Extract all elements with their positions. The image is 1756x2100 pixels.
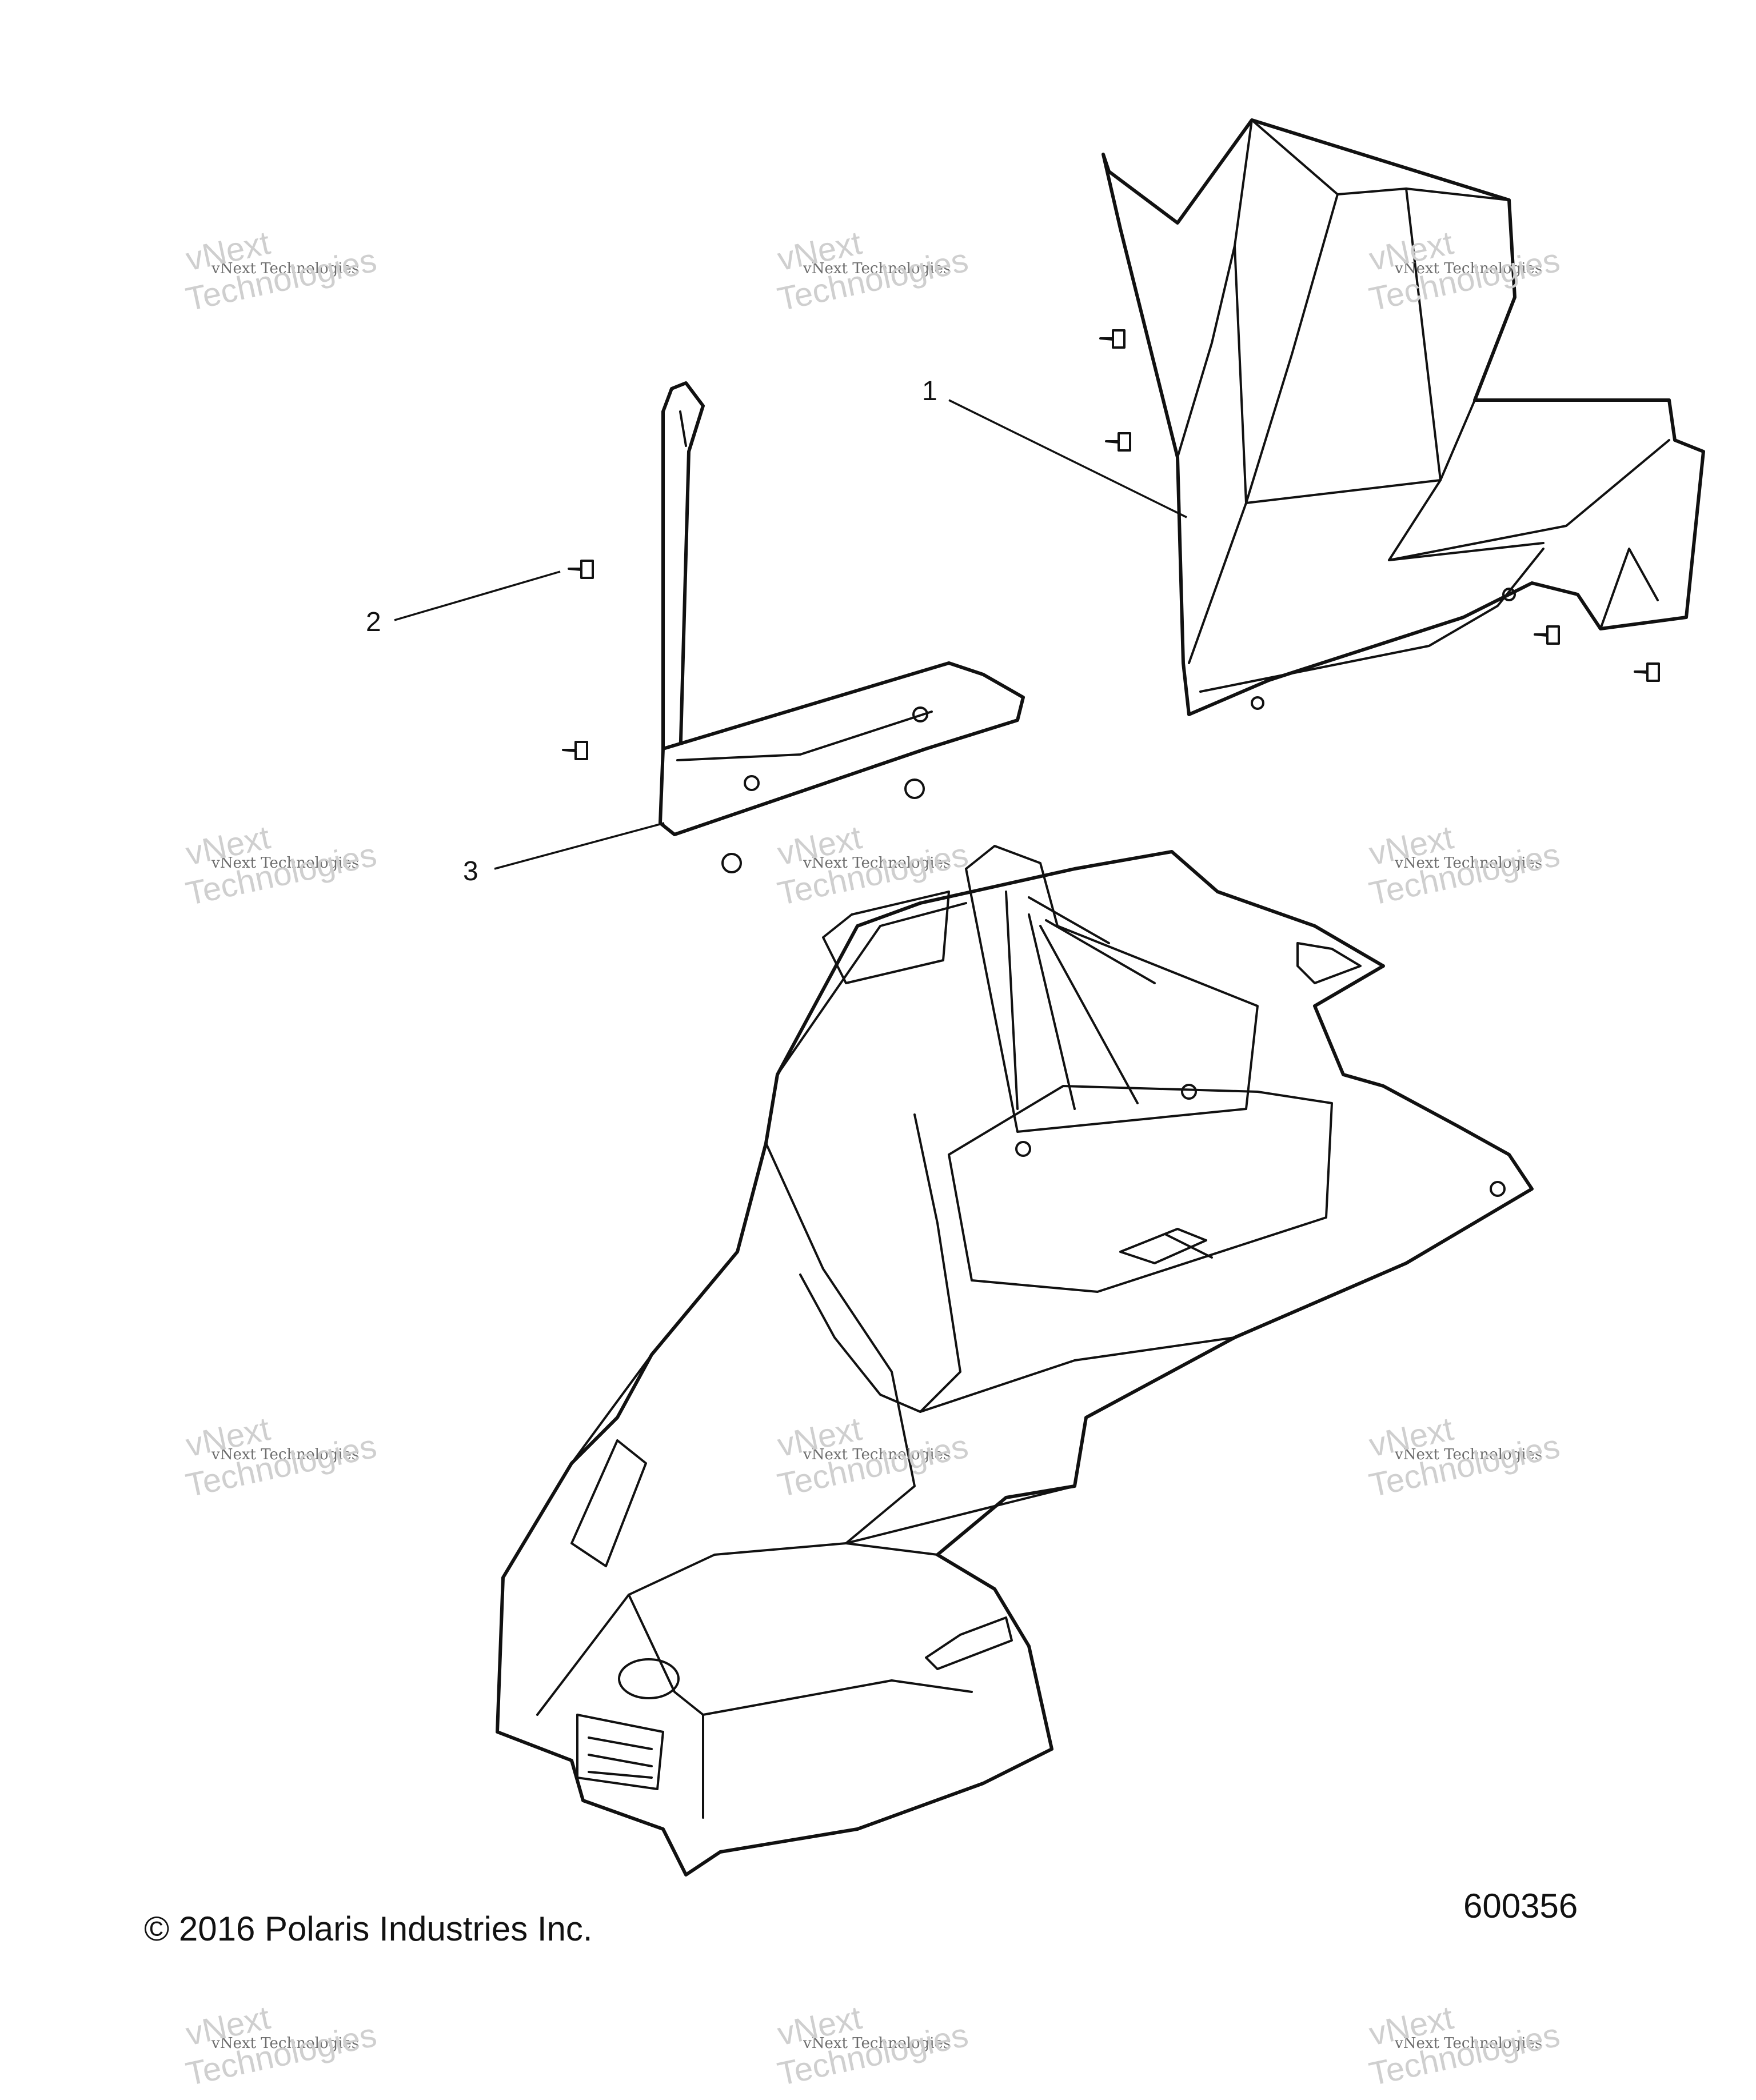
hood-body-panel xyxy=(496,845,1534,1877)
part-3-trim-bracket xyxy=(658,381,1025,873)
callout-3: 3 xyxy=(463,822,665,887)
drawing-number: 600356 xyxy=(1463,1887,1578,1925)
callout-2: 2 xyxy=(366,570,561,637)
callout-1-label: 1 xyxy=(922,376,937,406)
part-2-fasteners xyxy=(562,560,594,760)
callout-3-label: 3 xyxy=(463,856,478,887)
part-1-windshield-panel xyxy=(1102,118,1705,716)
part-1-fasteners xyxy=(1099,329,1660,682)
copyright-notice: © 2016 Polaris Industries Inc. xyxy=(144,1910,593,1948)
callout-2-label: 2 xyxy=(366,607,381,637)
callout-1: 1 xyxy=(922,376,1187,518)
